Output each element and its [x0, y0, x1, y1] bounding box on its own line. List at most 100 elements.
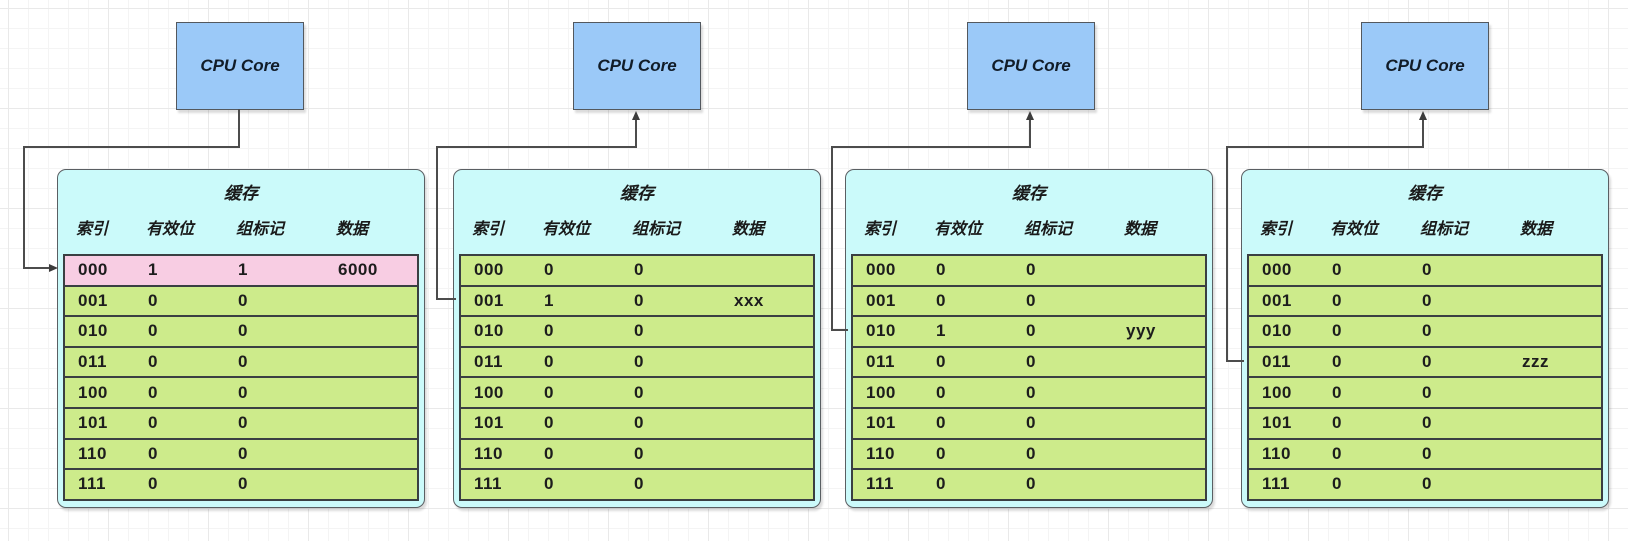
cell-tag: 0	[634, 382, 644, 402]
cell-tag: 0	[1026, 443, 1036, 463]
cpu-core-label: CPU Core	[991, 56, 1071, 75]
cell-tag: 0	[1026, 474, 1036, 494]
cache-title: 缓存	[1012, 184, 1046, 203]
cell-tag: 0	[238, 352, 248, 372]
cell-tag: 0	[238, 290, 248, 310]
cpu-core-label: CPU Core	[597, 56, 677, 75]
cache-column-headers: 索引 有效位 组标记 数据	[851, 215, 1207, 239]
cell-valid: 0	[544, 382, 554, 402]
cell-tag: 0	[1422, 290, 1432, 310]
cell-tag: 0	[1026, 290, 1036, 310]
cell-tag: 0	[634, 474, 644, 494]
cache-row: 100 0 0	[461, 376, 813, 407]
cell-valid: 0	[148, 474, 158, 494]
cell-tag: 0	[1422, 443, 1432, 463]
cell-index: 010	[474, 321, 504, 341]
col-header-valid-bit: 有效位	[934, 221, 983, 238]
col-header-tag: 组标记	[1420, 221, 1469, 238]
cache-title: 缓存	[224, 184, 258, 203]
col-header-index: 索引	[864, 221, 897, 238]
cell-index: 001	[474, 290, 504, 310]
cell-tag: 0	[1422, 321, 1432, 341]
cell-index: 110	[866, 443, 895, 463]
cell-tag: 0	[1422, 260, 1432, 280]
cell-valid: 0	[148, 413, 158, 433]
cache-title: 缓存	[1408, 184, 1442, 203]
cache-column-headers: 索引 有效位 组标记 数据	[63, 215, 419, 239]
cache-row: 110 0 0	[461, 437, 813, 469]
cell-tag: 0	[238, 443, 248, 463]
col-header-data: 数据	[336, 221, 369, 238]
cell-valid: 0	[1332, 260, 1342, 280]
cell-valid: 0	[544, 443, 554, 463]
cell-valid: 0	[544, 260, 554, 280]
cell-valid: 0	[936, 413, 946, 433]
cell-tag: 0	[1026, 413, 1036, 433]
cell-index: 000	[78, 260, 108, 280]
cpu-core-label: CPU Core	[1385, 56, 1465, 75]
cache-column-headers: 索引 有效位 组标记 数据	[459, 215, 815, 239]
col-header-valid-bit: 有效位	[146, 221, 195, 238]
cell-index: 010	[1262, 321, 1292, 341]
cell-tag: 0	[1026, 260, 1036, 280]
cell-index: 011	[866, 352, 895, 372]
cell-valid: 0	[936, 382, 946, 402]
cell-tag: 0	[238, 321, 248, 341]
cell-index: 011	[78, 352, 107, 372]
cache-column-headers: 索引 有效位 组标记 数据	[1247, 215, 1603, 239]
cell-index: 001	[78, 290, 108, 310]
cell-index: 110	[474, 443, 503, 463]
cell-valid: 0	[148, 321, 158, 341]
cell-valid: 0	[1332, 352, 1342, 372]
cell-valid: 0	[544, 352, 554, 372]
cell-index: 100	[474, 382, 504, 402]
cell-index: 111	[866, 474, 894, 494]
cell-index: 001	[1262, 290, 1292, 310]
cpu-core-box-1: CPU Core	[176, 22, 304, 110]
cell-tag: 0	[238, 474, 248, 494]
cell-tag: 0	[634, 260, 644, 280]
cell-valid: 1	[936, 321, 946, 341]
cell-index: 101	[78, 413, 108, 433]
cell-tag: 0	[1422, 382, 1432, 402]
cell-index: 111	[1262, 474, 1290, 494]
col-header-tag: 组标记	[236, 221, 285, 238]
cell-index: 101	[866, 413, 896, 433]
cell-valid: 0	[1332, 474, 1342, 494]
cell-valid: 0	[544, 321, 554, 341]
cell-index: 010	[866, 321, 896, 341]
cell-index: 111	[78, 474, 106, 494]
cell-valid: 0	[544, 474, 554, 494]
cell-index: 110	[1262, 443, 1291, 463]
cell-valid: 0	[1332, 382, 1342, 402]
cell-data: xxx	[734, 290, 764, 310]
cell-tag: 0	[634, 443, 644, 463]
col-header-data: 数据	[1520, 221, 1553, 238]
cell-tag: 0	[238, 413, 248, 433]
cell-index: 001	[866, 290, 896, 310]
cell-valid: 0	[1332, 413, 1342, 433]
cell-index: 110	[78, 443, 107, 463]
cell-index: 011	[474, 352, 503, 372]
